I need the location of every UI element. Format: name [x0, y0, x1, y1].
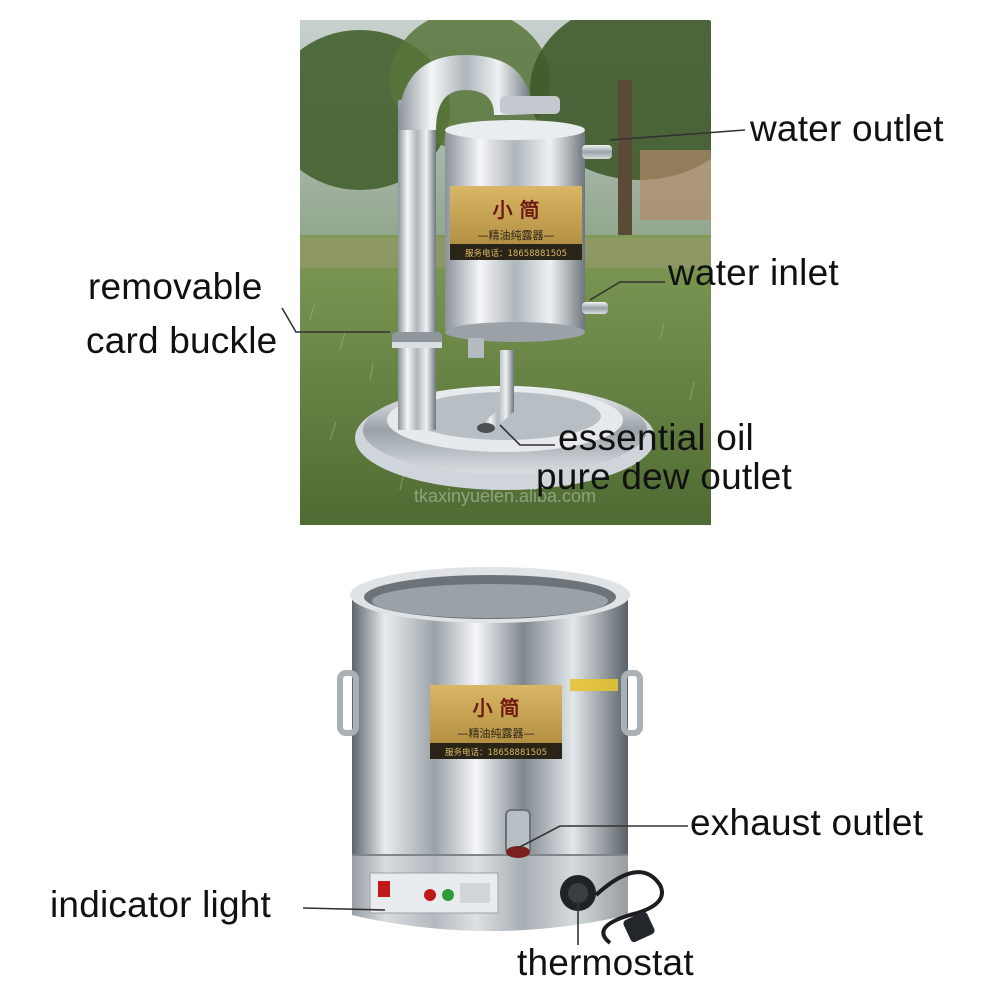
top-plate-title: 小 简 — [493, 198, 540, 222]
label-indicator-light: indicator light — [50, 884, 272, 925]
top-plate-subtitle: —精油纯露器— — [478, 228, 555, 242]
bottom-product-photo: 小 简 —精油纯露器— 服务电话：18658881505 — [330, 555, 670, 950]
label-card-buckle: card buckle — [86, 320, 278, 361]
watermark-text: tkaxinyuelen.aliba.com — [414, 486, 596, 506]
label-thermostat: thermostat — [517, 942, 694, 983]
boiler-pot-illustration: 小 简 —精油纯露器— 服务电话：18658881505 — [337, 567, 664, 945]
label-essential-oil: essential oil — [558, 417, 754, 458]
label-exhaust-outlet: exhaust outlet — [690, 802, 924, 843]
bottom-plate-phone: 服务电话：18658881505 — [445, 747, 547, 758]
label-water-outlet: water outlet — [750, 108, 944, 149]
bottom-plate-title: 小 简 — [473, 696, 520, 720]
label-removable: removable — [88, 266, 263, 307]
label-pure-dew-outlet: pure dew outlet — [536, 456, 793, 497]
label-water-inlet: water inlet — [668, 252, 839, 293]
top-plate-phone: 服务电话：18658881505 — [465, 248, 567, 259]
bottom-plate-subtitle: —精油纯露器— — [458, 726, 535, 740]
